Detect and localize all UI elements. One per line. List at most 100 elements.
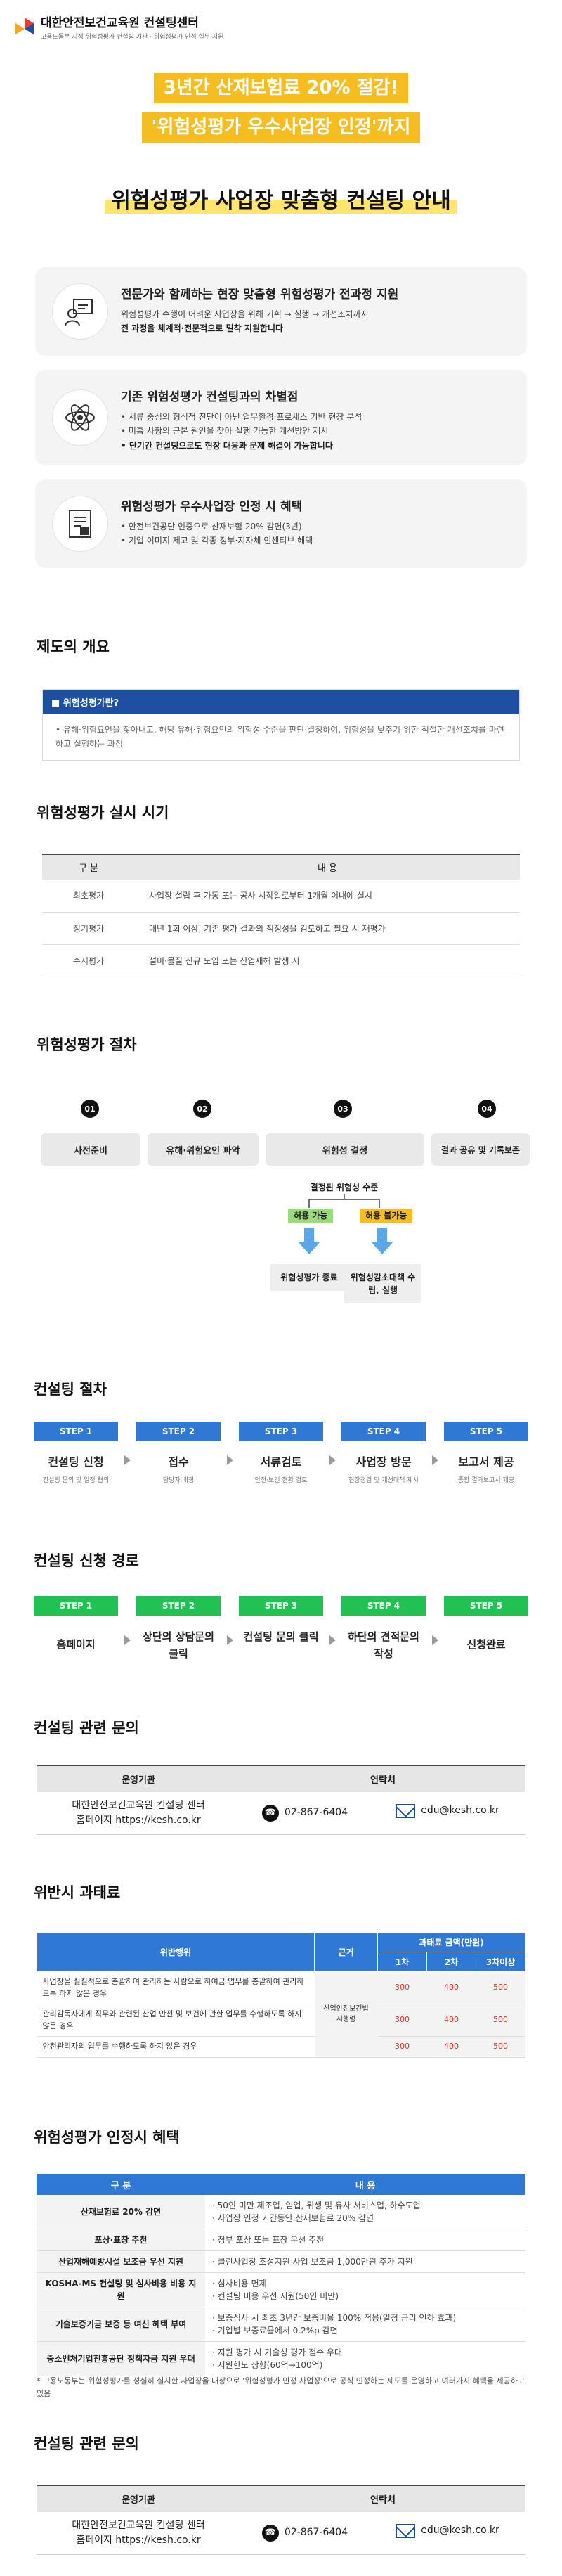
benefit-detail: · 기업별 보증료율에서 0.2%p 감면: [212, 2326, 338, 2336]
step-label: STEP 4: [341, 1596, 426, 1616]
logo-icon: [14, 16, 35, 37]
step-title: 홈페이지: [56, 1638, 96, 1651]
timing-header-type: 구 분: [42, 854, 135, 880]
contact-header-phone: 연락처: [240, 1765, 525, 1792]
mail-icon: [396, 1803, 416, 1818]
definition-title-text: 위험성평가란?: [63, 698, 119, 709]
feature-title: 기존 위험성평가 컨설팅과의 차별점: [121, 390, 299, 404]
procedure-step-2: 유해·위험요인 파악: [148, 1133, 259, 1166]
allowed-tag-text: 허용 가능: [288, 1209, 334, 1223]
penalty-amount: 300: [377, 2036, 427, 2058]
arrow-down-icon: [371, 1228, 393, 1254]
section-title-timing: 위험성평가 실시 시기: [37, 804, 169, 821]
penalty-amount: 300: [377, 1971, 427, 2004]
benefit-detail: · 컨설팅 비용 우선 지원(50인 미만): [212, 2291, 339, 2301]
atom-icon: [52, 389, 108, 446]
chevron-right-icon: [124, 1635, 131, 1645]
apply-step: STEP 1 홈페이지: [34, 1596, 118, 1651]
timing-header-content: 내 용: [135, 854, 520, 880]
penalty-item: 관리감독자에게 직무와 관련된 산업 안전 및 보건에 관한 업무를 수행하도록…: [37, 2004, 315, 2037]
table-row: 기술보증기금 보증 등 여신 혜택 부여· 보증심사 시 최초 3년간 보증비율…: [37, 2307, 525, 2342]
table-row: 중소벤처기업진흥공단 정책자금 지원 우대· 지원 평가 시 기술성 평가 점수…: [37, 2341, 525, 2376]
penalty-amount: 500: [476, 1971, 525, 2004]
step-sub: 컨설팅 문의 및 일정 협의: [42, 1477, 110, 1484]
contact-homepage-link[interactable]: 홈페이지 https://kesh.co.kr: [76, 2534, 201, 2546]
chevron-right-icon: [431, 1455, 438, 1465]
step-title: 접수: [168, 1455, 189, 1469]
feature-card-2: 기존 위험성평가 컨설팅과의 차별점 • 서류 중심의 형식적 진단이 아닌 업…: [35, 370, 527, 465]
penalty-header-law: 근거: [314, 1932, 378, 1972]
phone-number: 02-867-6404: [284, 1807, 348, 1819]
table-row: 산재보험료 20% 감면· 50인 미만 제조업, 임업, 위생 및 유사 서비…: [37, 2195, 525, 2229]
feature-text: • 기업 이미지 제고 및 각종 정부·지자체 인센티브 혜택: [121, 536, 313, 546]
table-row: KOSHA-MS 컨설팅 및 심사비용 비용 지원· 심사비용 면제· 컨설팅 …: [37, 2272, 525, 2307]
timing-type: 수시평가: [42, 944, 135, 977]
step-title: 상단의 상담문의 클릭: [143, 1630, 214, 1660]
phone-link[interactable]: ☎ 02-867-6404: [261, 2524, 348, 2542]
benefit-type: 기술보증기금 보증 등 여신 혜택 부여: [37, 2307, 205, 2342]
step-sub: 종합 결과보고서 제공: [457, 1477, 515, 1484]
certificate-icon: [52, 496, 108, 552]
email-link[interactable]: edu@kesh.co.kr: [396, 2523, 499, 2538]
step-number-2: 02: [193, 1100, 211, 1118]
chevron-right-icon: [226, 1635, 233, 1645]
feature-text: 위험성평가 수행이 어려운 사업장을 위해 기획 → 실행 → 개선조치까지: [121, 309, 369, 319]
section-title-overview: 제도의 개요: [37, 638, 110, 655]
step-label: STEP 1: [34, 1596, 118, 1616]
step-label: STEP 4: [341, 1422, 426, 1441]
benefits-header-content: 내 용: [205, 2174, 525, 2195]
penalty-header-item: 위반행위: [37, 1932, 315, 1972]
section-title-contact-2: 컨설팅 관련 문의: [34, 2435, 139, 2452]
email-address: edu@kesh.co.kr: [421, 2525, 499, 2536]
benefit-detail: · 클린사업장 조성지원 사업 보조금 1,000만원 추가 지원: [212, 2257, 413, 2267]
brand-subtitle: 고용노동부 지정 위험성평가 컨설팅 기관 · 위험성평가 인정 실무 지원: [41, 34, 224, 41]
phone-link[interactable]: ☎02-867-6404: [261, 1804, 348, 1822]
phone-icon: ☎: [261, 2524, 279, 2542]
penalty-amount: 400: [426, 1971, 476, 2004]
step-label: STEP 2: [136, 1422, 221, 1441]
benefit-detail: · 지원한도 상향(60억→100억): [212, 2360, 323, 2370]
arrow-down-icon: [298, 1228, 320, 1254]
step-number-3: 03: [334, 1100, 352, 1118]
step-label: STEP 2: [136, 1596, 221, 1616]
procedure-step-4: 결과 공유 및 기록보존: [431, 1133, 530, 1166]
penalty-item: 안전관리자의 업무를 수행하도록 하지 않은 경우: [37, 2036, 315, 2058]
brand-logo[interactable]: 대한안전보건교육원 컨설팅센터 고용노동부 지정 위험성평가 컨설팅 기관 · …: [14, 13, 223, 41]
timing-type: 정기평가: [42, 912, 135, 945]
allowed-tag: 허용 가능: [288, 1208, 334, 1223]
step-label: STEP 3: [239, 1422, 323, 1441]
feature-text: • 안전보건공단 인증으로 산재보험 20% 감면(3년): [121, 522, 302, 532]
phone-number: 02-867-6404: [284, 2527, 348, 2539]
penalty-amount: 300: [377, 2004, 427, 2037]
benefit-detail: · 50인 미만 제조업, 임업, 위생 및 유사 서비스업, 하수도업: [212, 2201, 421, 2210]
definition-body: 유해·위험요인을 찾아내고, 해당 유해·위험요인의 위험성 수준을 판단·결정…: [55, 725, 504, 749]
penalty-item: 사업장을 실질적으로 총괄하여 관리하는 사람으로 하여금 업무를 총괄하여 관…: [37, 1971, 315, 2004]
step-title: 하단의 견적문의 작성: [348, 1630, 419, 1660]
feature-text: • 서류 중심의 형식적 진단이 아닌 업무환경·프로세스 기반 현장 분석: [121, 412, 362, 422]
contact-homepage-link[interactable]: 홈페이지 https://kesh.co.kr: [76, 1814, 201, 1826]
step-title: 사업장 방문: [355, 1455, 412, 1469]
feature-text: 전 과정을 체계적·전문적으로 밀착 지원합니다: [121, 323, 284, 334]
result-measure: 위험성감소대책 수립, 실행: [344, 1264, 422, 1303]
penalty-amount: 500: [476, 2036, 525, 2058]
section-title-procedure: 위험성평가 절차: [37, 1036, 137, 1053]
benefit-detail: · 지원 평가 시 기술성 평가 점수 우대: [212, 2348, 343, 2357]
email-link[interactable]: edu@kesh.co.kr: [396, 1803, 499, 1818]
procedure-step-1: 사전준비: [41, 1133, 140, 1166]
penalty-amount: 400: [426, 2004, 476, 2037]
contact-header-org: 운영기관: [37, 2485, 240, 2512]
email-address: edu@kesh.co.kr: [421, 1805, 499, 1816]
definition-box-title: ■ 위험성평가란?: [43, 690, 519, 714]
result-end: 위험성평가 종료: [270, 1264, 348, 1291]
benefits-note: * 고용노동부는 위험성평가를 성실히 실시한 사업장을 대상으로 '위험성평가…: [37, 2376, 525, 2398]
not-allowed-tag-text: 허용 불가능: [360, 1209, 413, 1223]
